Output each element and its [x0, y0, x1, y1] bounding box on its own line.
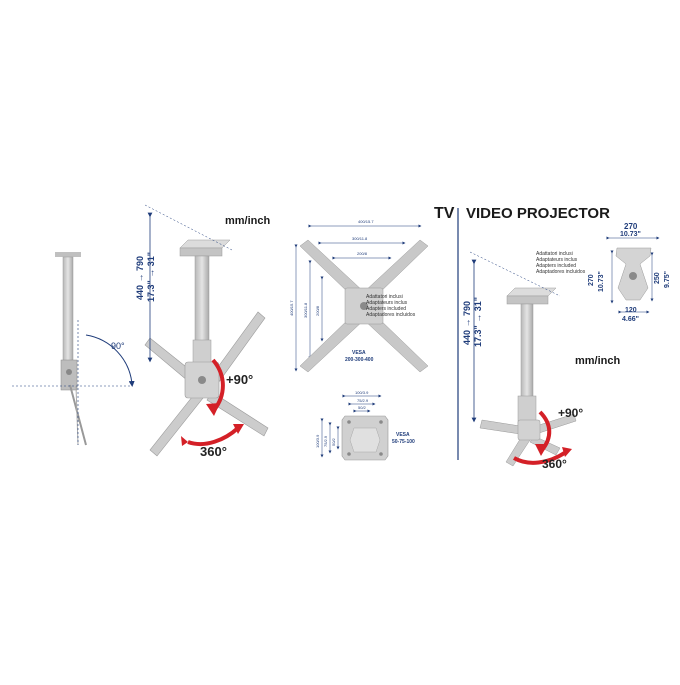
- tv-dim-side-3: 200/8: [315, 305, 320, 316]
- proj-adapter-fr: Adaptateurs inclus: [536, 257, 578, 263]
- tv-dim-top-2: 300/11.8: [352, 236, 368, 241]
- proj-rotation-label: 360°: [542, 457, 567, 471]
- units-label-right: mm/inch: [575, 355, 621, 367]
- proj-height-mm: 440 → 790: [462, 300, 472, 345]
- section-tv-title: TV: [434, 205, 455, 222]
- tilt-angle-label: 90°: [111, 341, 125, 351]
- proj-bottom-mm: 120: [625, 307, 637, 314]
- tv-mount: [144, 204, 269, 457]
- tv-adapter-fr: Adaptateurs inclus: [366, 300, 408, 306]
- proj-tilt-label: +90°: [558, 406, 584, 420]
- units-label-left: mm/inch: [225, 215, 271, 227]
- small-dim-side-3: 50/2: [331, 438, 336, 446]
- small-vesa-plate: [320, 394, 389, 461]
- tv-rotation-label: 360°: [200, 444, 227, 459]
- small-dim-top-2: 75/2.9: [357, 398, 369, 403]
- tv-height-in: 17.3" → 31": [146, 251, 156, 302]
- section-projector-title: VIDEO PROJECTOR: [466, 205, 610, 222]
- tv-adapter-it: Adattatori inclusi: [366, 294, 403, 300]
- proj-width-in: 10.73": [620, 231, 641, 238]
- proj-width-mm: 270: [624, 222, 638, 231]
- proj-adapter-es: Adaptadores incluidos: [536, 269, 586, 275]
- proj-bottom-in: 4.66": [622, 316, 639, 323]
- tv-height-mm: 440 → 790: [135, 255, 145, 300]
- small-vesa-title: VESA: [396, 432, 410, 438]
- tv-vesa-plate: [294, 224, 429, 373]
- proj-adapters-list: Adattatori inclusi Adaptateurs inclus Ad…: [536, 251, 585, 275]
- small-vesa-values: 50-75-100: [392, 439, 415, 445]
- tv-tilt-label: +90°: [226, 372, 254, 387]
- small-dim-side-2: 75/2.9: [323, 435, 328, 447]
- small-dim-top-3: 50/2: [358, 405, 366, 410]
- tv-dim-top-1: 400/15.7: [358, 219, 374, 224]
- tv-dim-side-1: 400/15.7: [289, 300, 294, 316]
- projector-plate: [606, 236, 660, 314]
- small-dim-side-1: 100/3.9: [315, 434, 320, 448]
- small-dim-top-1: 100/3.9: [355, 390, 369, 395]
- tv-vesa-values: 200-300-400: [345, 357, 374, 363]
- proj-right-in: 9.75": [664, 271, 671, 288]
- proj-left-mm: 270: [588, 274, 595, 286]
- projector-mount: [469, 251, 577, 467]
- tv-adapters-list: Adattatori inclusi Adaptateurs inclus Ad…: [366, 294, 415, 318]
- side-view-mount: [12, 252, 135, 446]
- tv-dim-top-3: 200/8: [357, 251, 368, 256]
- tv-dim-side-2: 300/11.8: [303, 302, 308, 318]
- tv-adapter-es: Adaptadores incluidos: [366, 312, 416, 318]
- tv-adapter-en: Adapters included: [366, 306, 407, 312]
- proj-adapter-en: Adapters included: [536, 263, 577, 269]
- proj-height-in: 17.3" → 31": [473, 296, 483, 347]
- proj-right-mm: 250: [654, 272, 661, 284]
- proj-adapter-it: Adattatori inclusi: [536, 251, 573, 257]
- tv-vesa-title: VESA: [352, 350, 366, 356]
- proj-left-in: 10.73": [598, 271, 605, 292]
